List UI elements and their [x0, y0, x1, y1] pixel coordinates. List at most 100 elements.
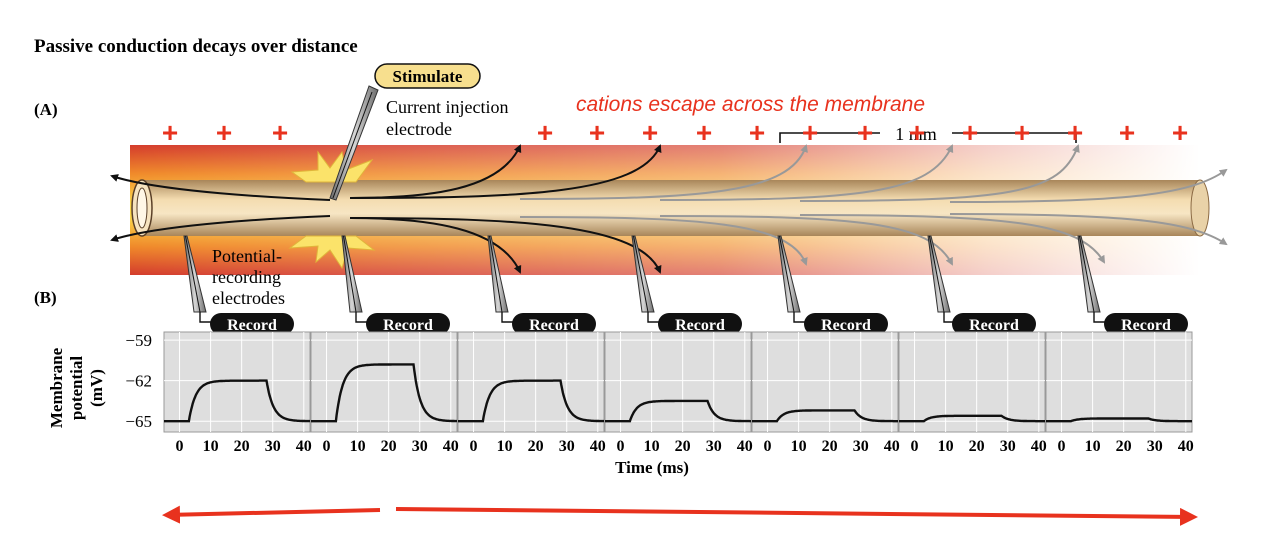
plus-sign: +	[589, 117, 605, 148]
current-flow	[110, 144, 1228, 274]
x-tick-label: 0	[176, 438, 184, 455]
plus-sign: +	[1172, 117, 1188, 148]
plus-sign: +	[1014, 117, 1030, 148]
record-label: Record	[675, 317, 725, 334]
plus-sign: +	[216, 117, 232, 148]
plus-sign: +	[909, 117, 925, 148]
x-tick-label: 0	[911, 438, 919, 455]
plot-panel: 0 10 20 30 40	[898, 331, 1047, 455]
x-tick-label: 0	[617, 438, 625, 455]
direction-arrows	[162, 505, 1198, 526]
plot-panel: 0 10 20 30 40	[457, 331, 606, 455]
x-tick-label: 0	[764, 438, 772, 455]
x-tick-label: 10	[791, 438, 807, 455]
x-tick-label: 10	[497, 438, 513, 455]
injection-electrode	[329, 85, 379, 201]
voltage-trace	[458, 379, 604, 423]
record-label: Record	[383, 317, 433, 334]
x-tick-label: 20	[381, 438, 397, 455]
plus-sign: +	[857, 117, 873, 148]
x-tick-label: 30	[1000, 438, 1016, 455]
plus-sign: +	[162, 117, 178, 148]
plus-sign: +	[749, 117, 765, 148]
x-tick-label: 10	[938, 438, 954, 455]
plus-sign: +	[1119, 117, 1135, 148]
voltage-trace	[899, 414, 1045, 423]
x-tick-label: 30	[706, 438, 722, 455]
record-badge: Record	[658, 313, 742, 335]
voltage-trace	[605, 399, 751, 423]
injection-label-line2: electrode	[386, 119, 452, 139]
record-badges: Record Record Record Record Record Record Reco…	[210, 313, 1188, 335]
x-tick-label: 10	[644, 438, 660, 455]
plus-signs: ++++++++++++++++	[162, 117, 1188, 148]
record-badge: Record	[210, 313, 294, 335]
recording-electrodes	[183, 235, 1108, 323]
recording-electrode	[631, 235, 662, 323]
x-tick-label: 30	[559, 438, 575, 455]
record-badge: Record	[1104, 313, 1188, 335]
recording-electrode	[487, 235, 516, 323]
record-label: Record	[969, 317, 1019, 334]
figure-title: Passive conduction decays over distance	[34, 36, 358, 57]
x-tick-label: 20	[969, 438, 985, 455]
x-tick-label: 30	[412, 438, 428, 455]
recording-label-line2: recording	[212, 267, 281, 287]
stimulus-burst	[288, 150, 376, 270]
annotation-text: cations escape across the membrane	[576, 93, 925, 116]
plus-sign: +	[962, 117, 978, 148]
x-tick-label: 30	[265, 438, 281, 455]
record-label: Record	[821, 317, 871, 334]
voltage-trace	[164, 379, 310, 423]
stimulate-badge: Stimulate	[374, 63, 481, 89]
x-tick-label: 40	[884, 438, 900, 455]
voltage-trace	[752, 409, 898, 423]
left-arrow	[162, 505, 381, 524]
plus-sign: +	[1067, 117, 1083, 148]
y-ticks: −59 −62 −65	[125, 331, 152, 431]
y-tick-label: −59	[125, 331, 152, 350]
panel-a-label: (A)	[34, 100, 58, 119]
recording-electrode	[183, 235, 214, 323]
recording-electrode	[927, 235, 958, 323]
y-tick-label: −65	[125, 412, 152, 431]
recording-electrode	[1077, 235, 1108, 323]
scale-bar-label-bg	[880, 123, 952, 143]
x-tick-label: 20	[1116, 438, 1132, 455]
record-badge: Record	[512, 313, 596, 335]
injection-label-line1: Current injection	[386, 97, 508, 117]
scale-bar-label: 1 mm	[895, 124, 937, 144]
x-tick-label: 40	[1178, 438, 1194, 455]
x-tick-label: 30	[853, 438, 869, 455]
record-badge: Record	[804, 313, 888, 335]
record-badge: Record	[952, 313, 1036, 335]
x-tick-label: 40	[443, 438, 459, 455]
voltage-trace	[1046, 417, 1192, 423]
voltage-trace	[311, 363, 457, 423]
x-tick-label: 0	[470, 438, 478, 455]
plus-sign: +	[272, 117, 288, 148]
record-label: Record	[529, 317, 579, 334]
svg-text:Membrane: Membrane	[47, 347, 66, 428]
x-tick-label: 40	[590, 438, 606, 455]
plus-sign: +	[802, 117, 818, 148]
x-tick-label: 40	[1031, 438, 1047, 455]
x-tick-label: 20	[528, 438, 544, 455]
x-tick-label: 30	[1147, 438, 1163, 455]
y-axis-label: Membrane potential (mV)	[47, 347, 106, 428]
x-tick-label: 10	[350, 438, 366, 455]
plot-panels: 0 10 20 30 40 0 10 20 30 40 0 10 20 30 40 0 10 20 30 40 0 10 2…	[163, 331, 1194, 455]
x-axis-label: Time (ms)	[615, 458, 689, 477]
y-tick-label: −62	[125, 372, 152, 391]
x-tick-label: 20	[822, 438, 838, 455]
plus-sign: +	[642, 117, 658, 148]
recording-label-line3: electrodes	[212, 288, 285, 308]
plus-sign: +	[537, 117, 553, 148]
x-tick-label: 20	[675, 438, 691, 455]
recording-label-line1: Potential-	[212, 246, 282, 266]
svg-text:potential: potential	[67, 356, 86, 421]
